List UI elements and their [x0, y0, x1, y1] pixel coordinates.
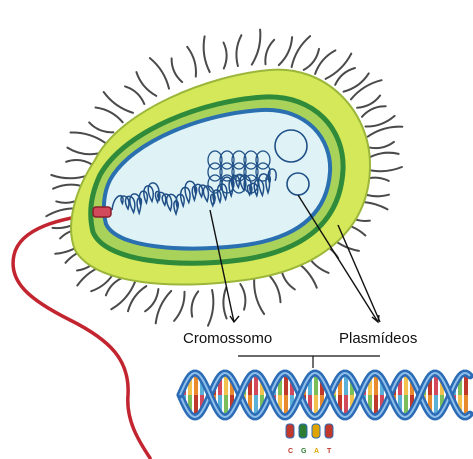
pilus: [366, 167, 402, 171]
nucleotide-pegs: [286, 424, 333, 438]
pilus: [67, 148, 98, 155]
nucleotide-peg: [325, 424, 333, 438]
nucleotide-peg: [286, 424, 294, 438]
pilus: [369, 142, 394, 148]
pilus: [136, 72, 156, 96]
pilus: [145, 289, 158, 311]
pilus: [89, 122, 113, 132]
pilus: [51, 175, 87, 178]
pilus: [96, 108, 123, 123]
base-letter-a: A: [314, 448, 319, 456]
dna-double-helix: [180, 373, 470, 417]
pilus: [223, 288, 226, 319]
base-letter-g: G: [301, 448, 306, 456]
pilus: [172, 58, 183, 82]
pilus: [174, 292, 184, 321]
pilus: [351, 80, 382, 99]
pilus: [187, 47, 196, 77]
flagellum-base: [93, 207, 111, 217]
pilus: [192, 291, 199, 316]
pilus: [368, 127, 403, 137]
pilus: [240, 284, 245, 310]
pilus: [344, 73, 369, 91]
base-letter-c: C: [288, 448, 293, 456]
pilus: [326, 54, 352, 79]
nucleotide-peg: [299, 424, 307, 438]
pilus: [254, 279, 264, 314]
label-plasmids: Plasmídeos: [339, 330, 417, 348]
label-chromosome: Cromossomo: [183, 330, 272, 348]
pilus: [268, 274, 281, 302]
pilus: [125, 86, 144, 104]
pilus: [111, 282, 135, 309]
pilus: [279, 37, 292, 65]
pilus: [366, 116, 395, 127]
pilus: [265, 40, 274, 65]
pilus: [357, 96, 380, 108]
pilus: [104, 92, 133, 113]
pilus: [304, 49, 319, 70]
pilus: [204, 36, 210, 72]
nucleotide-peg: [312, 424, 320, 438]
base-letter-t: T: [327, 448, 331, 456]
pilus: [368, 153, 399, 159]
pilus: [252, 30, 261, 65]
pilus: [66, 160, 92, 164]
pilus: [208, 290, 213, 326]
pilus: [224, 43, 227, 69]
label-bracket: [238, 356, 380, 368]
pilus: [292, 36, 311, 67]
pilus: [362, 106, 386, 117]
pilus: [71, 132, 106, 142]
pilus: [150, 58, 169, 89]
pilus: [236, 35, 241, 66]
